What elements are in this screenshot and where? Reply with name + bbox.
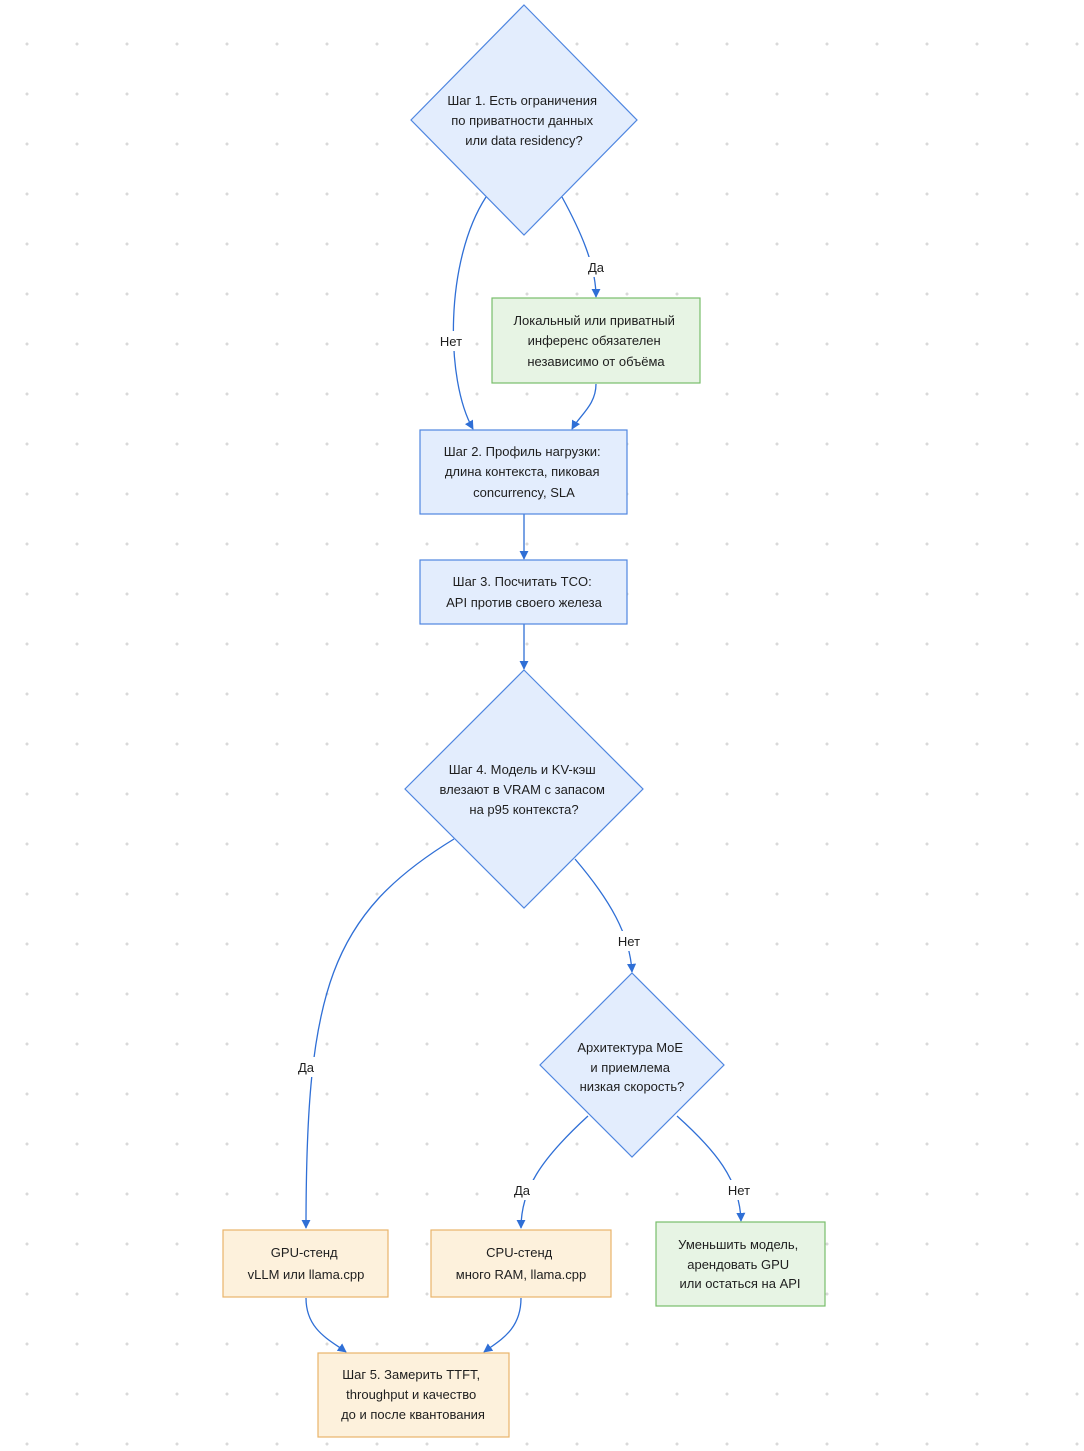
box-cpu-stand: CPU-стенд много RAM, llama.cpp [430, 1229, 612, 1298]
node-text-line: Шаг 4. Модель и KV-кэш [449, 762, 596, 777]
node-text-line: много RAM, llama.cpp [456, 1267, 586, 1282]
edge-step4-yes [301, 838, 455, 1229]
edge-label-step1-yes: Да [588, 260, 605, 275]
edge-moe-no [676, 1115, 746, 1222]
edge-step1-no [452, 196, 487, 430]
decision-moe: Архитектура MoE и приемлема низкая скоро… [539, 972, 725, 1158]
svg-text:Шаг 4. Модель и KV-кэш в: Шаг 4. Модель и KV-кэш влезают в VRAM с … [439, 762, 608, 817]
node-text-line: длина контекста, пиковая [445, 464, 600, 479]
edge-gpu-step5 [305, 1297, 347, 1353]
svg-text:Шаг 5. Замерить TTFT, th: Шаг 5. Замерить TTFT, throughput и качес… [341, 1367, 485, 1422]
node-text-line: низкая скорость? [580, 1079, 685, 1094]
box-reduce-model: Уменьшить модель, арендовать GPU или ост… [655, 1221, 826, 1307]
edges [301, 196, 746, 1353]
node-text-line: влезают в VRAM с запасом [439, 782, 604, 797]
node-text-line: Шаг 3. Посчитать TCO: [453, 574, 592, 589]
decision-step4: Шаг 4. Модель и KV-кэш влезают в VRAM с … [404, 669, 644, 909]
edge-label-moe-yes: Да [514, 1183, 531, 1198]
edge-label-step4-yes: Да [298, 1060, 315, 1075]
node-text-line: или остаться на API [679, 1276, 800, 1291]
node-text-line: до и после квантования [341, 1407, 485, 1422]
node-text-line: Шаг 5. Замерить TTFT, [342, 1367, 480, 1382]
node-text-line: Уменьшить модель, [678, 1237, 798, 1252]
node-text-line: API против своего железа [446, 595, 603, 610]
node-text-line: арендовать GPU [687, 1257, 789, 1272]
node-text-line: или data residency? [465, 133, 583, 148]
node-text-line: по приватности данных [451, 113, 593, 128]
node-text-line: на p95 контекста? [469, 802, 578, 817]
edge-label-step4-no: Нет [618, 934, 640, 949]
box-step3: Шаг 3. Посчитать TCO: API против своего … [419, 559, 628, 625]
box-local-inference: Локальный или приватный инференс обязате… [491, 297, 701, 384]
edge-step4-no [574, 858, 637, 973]
edge-label-moe-no: Нет [728, 1183, 750, 1198]
edge-labels: Да Нет Да Нет Да Нет [292, 257, 755, 1200]
svg-text:GPU-стенд vLLM или llama: GPU-стенд vLLM или llama.cpp [248, 1245, 365, 1282]
node-text-line: CPU-стенд [486, 1245, 552, 1260]
svg-text:Локальный или приватный: Локальный или приватный инференс обязате… [513, 313, 678, 369]
node-text-line: Шаг 1. Есть ограничения [447, 93, 597, 108]
node-text-line: инференс обязателен [528, 333, 661, 348]
box-gpu-stand: GPU-стенд vLLM или llama.cpp [222, 1229, 389, 1298]
edge-local-step2 [571, 383, 597, 430]
node-text-line: concurrency, SLA [473, 485, 575, 500]
edge-moe-yes [516, 1115, 589, 1229]
box-step5: Шаг 5. Замерить TTFT, throughput и качес… [317, 1352, 510, 1438]
node-text-line: и приемлема [590, 1060, 670, 1075]
edge-label-step1-no: Нет [440, 334, 462, 349]
node-text-line: Шаг 2. Профиль нагрузки: [444, 444, 601, 459]
node-text-line: GPU-стенд [271, 1245, 338, 1260]
node-text-line: независимо от объёма [527, 354, 665, 369]
decision-step1: Шаг 1. Есть ограничения по приватности д… [410, 4, 638, 236]
node-text-line: throughput и качество [346, 1387, 476, 1402]
svg-text:Шаг 1. Есть ограничения: Шаг 1. Есть ограничения по приватности д… [447, 93, 600, 148]
edge-cpu-step5 [483, 1297, 522, 1353]
node-text-line: Локальный или приватный [513, 313, 674, 328]
svg-text:CPU-стенд много RAM, lla: CPU-стенд много RAM, llama.cpp [456, 1245, 586, 1282]
node-text-line: vLLM или llama.cpp [248, 1267, 365, 1282]
svg-text:Шаг 2. Профиль нагрузки:: Шаг 2. Профиль нагрузки: длина контекста… [444, 444, 605, 500]
svg-text:Шаг 3. Посчитать TCO: AP: Шаг 3. Посчитать TCO: API против своего … [446, 574, 603, 610]
box-step2: Шаг 2. Профиль нагрузки: длина контекста… [419, 429, 628, 515]
node-text-line: Архитектура MoE [577, 1040, 683, 1055]
svg-text:Уменьшить модель, арендо: Уменьшить модель, арендовать GPU или ост… [678, 1237, 802, 1291]
svg-text:Архитектура MoE и приемл: Архитектура MoE и приемлема низкая скоро… [577, 1040, 686, 1094]
edge-step1-yes [561, 196, 601, 298]
